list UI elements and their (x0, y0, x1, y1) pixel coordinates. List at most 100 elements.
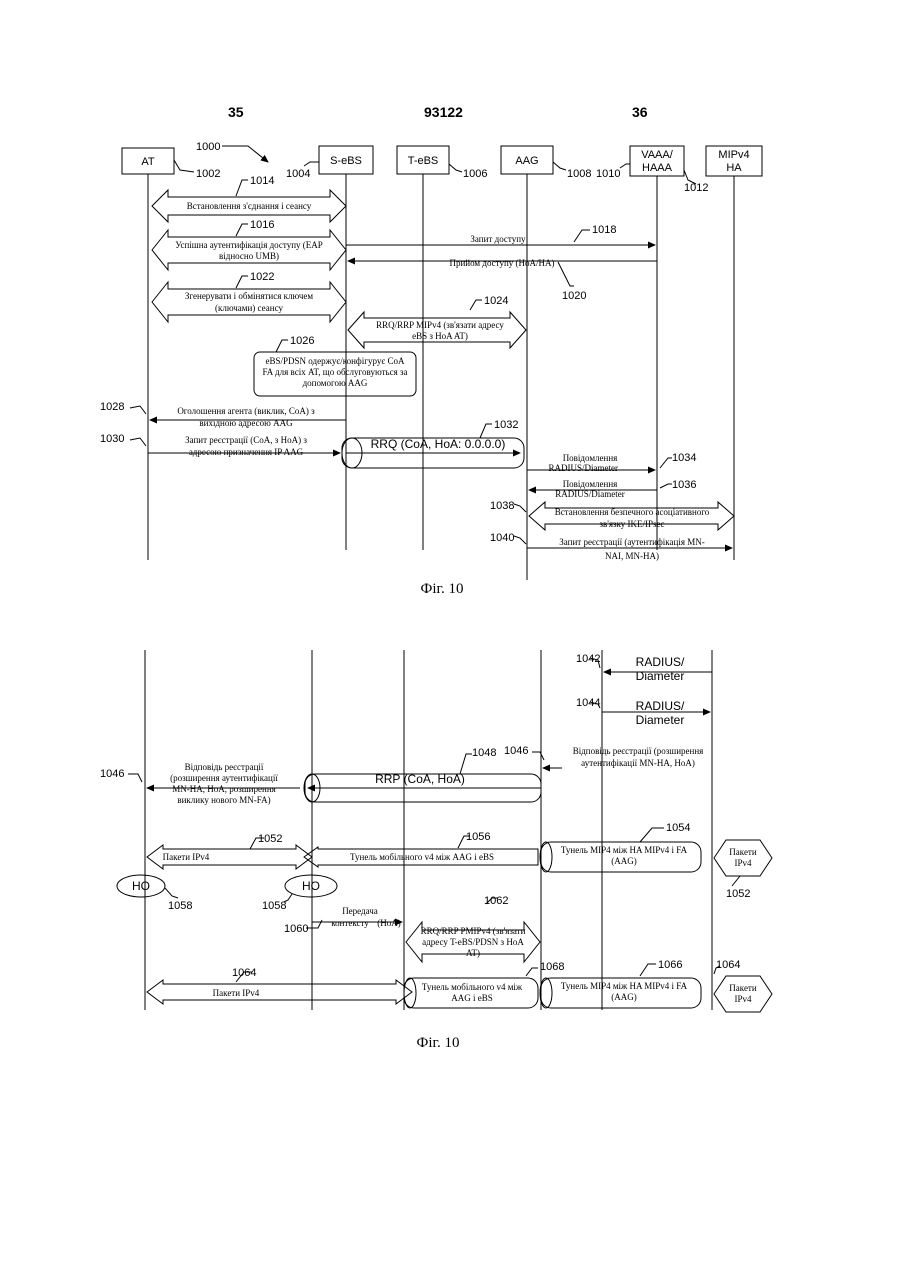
entity-mipv4-label-2: HA (726, 162, 742, 174)
msg-1046-right-line2: аутентифікації MN-HA, HoA) (581, 758, 695, 768)
msg-mip-tunnel-1-line1: Тунель MIP4 між HA MIPv4 і FA (561, 845, 688, 855)
entity-vaaa-label-2: HAAA (642, 162, 673, 174)
msg-mip-tunnel-1-line2: (AAG) (611, 856, 637, 866)
msg-1014: Встановлення з'єднання і сеансу (187, 201, 312, 211)
ref-1068: 1068 (540, 961, 564, 973)
leader-1004 (304, 162, 319, 166)
ref-1064-left: 1064 (232, 967, 256, 979)
ref-1014: 1014 (250, 175, 274, 187)
arrow-1016 (152, 230, 346, 270)
entity-vaaa-label-1: VAAA/ (641, 149, 674, 161)
msg-1030-line2: адресою призначення IP AAG (189, 447, 304, 457)
msg-1036-line2: RADIUS/Diameter (555, 489, 625, 499)
entity-mipv4-label-1: MIPv4 (718, 149, 749, 161)
msg-tunnel-1: Тунель мобільного v4 між AAG і eBS (350, 852, 494, 862)
leader-1014 (236, 180, 248, 196)
ref-1034: 1034 (672, 452, 696, 464)
figure-2-caption: Фіг. 10 (417, 1035, 460, 1051)
ref-1012: 1012 (684, 182, 708, 194)
msg-1038-line1: Встановлення безпечного асоціативного (555, 507, 710, 517)
leader-1046-right (532, 752, 544, 760)
arrow-1022 (152, 282, 346, 322)
leader-1046-left (128, 774, 142, 782)
ref-1048: 1048 (472, 747, 496, 759)
msg-1024-line1: RRQ/RRP MIPv4 (зв'язати адресу (376, 320, 504, 330)
msg-1036-line1: Повідомлення (563, 479, 618, 489)
leader-1058-at (165, 888, 178, 898)
leader-1020 (558, 262, 574, 286)
ref-1020: 1020 (562, 290, 586, 302)
msg-1034-line1: Повідомлення (563, 453, 618, 463)
msg-1040-line2: NAI, MN-HA) (605, 551, 659, 561)
ref-1000: 1000 (196, 141, 220, 153)
figure-1-labels: AT S-eBS T-eBS AAG VAAA/ HAAA MIPv4 HA 1… (100, 141, 750, 597)
leader-1048 (460, 754, 472, 774)
ref-1058-s-ebs: 1058 (262, 900, 286, 912)
msg-1026-line1: eBS/PDSN одержує/конфігурує CoA (266, 356, 405, 366)
msg-1018: Запит доступу (470, 234, 526, 244)
msg-1028-line2: вихідною адресою AAG (199, 418, 293, 428)
leader-1002 (174, 160, 194, 172)
msg-context-line2: контексту (331, 918, 369, 928)
msg-context-line3: (HoA) (377, 918, 401, 928)
msg-1034-line2: RADIUS/Diameter (549, 463, 619, 473)
ref-1042: 1042 (576, 653, 600, 665)
msg-1020: Прийом доступу (HoA/HA) (449, 258, 554, 268)
leader-1018 (574, 230, 590, 242)
ref-1040: 1040 (490, 532, 514, 544)
tunnel-1054-end (540, 842, 552, 872)
leader-1022 (236, 276, 248, 288)
ref-1030: 1030 (100, 433, 124, 445)
msg-1026-line3: допомогою AAG (303, 378, 368, 388)
leader-1036 (660, 484, 672, 488)
leader-1038 (514, 504, 526, 512)
msg-packets-right-1-line1: Пакети (729, 847, 757, 857)
leader-1010 (620, 164, 630, 168)
label-ho-at: HO (132, 879, 150, 893)
ref-1064-right: 1064 (716, 959, 740, 971)
figure-1-caption: Фіг. 10 (421, 581, 464, 597)
msg-1026-line2: FA для всіх AT, що обслуговуються за (262, 367, 407, 377)
leader-1034 (660, 458, 672, 468)
ref-1038: 1038 (490, 500, 514, 512)
entity-at-label: AT (141, 156, 155, 168)
leader-1008 (553, 162, 566, 170)
ref-1052-left: 1052 (258, 833, 282, 845)
msg-1062-line1: RRQ/RRP PMIPv4 (зв'язати (421, 926, 526, 936)
ref-1024: 1024 (484, 295, 508, 307)
ref-1066: 1066 (658, 959, 682, 971)
msg-1062-line2: адресу T-eBS/PDSN з HoA (422, 937, 524, 947)
leader-1032 (480, 424, 492, 438)
entity-t-ebs-label: T-eBS (408, 155, 439, 167)
ref-1060: 1060 (284, 923, 308, 935)
msg-1022-line1: Згенерувати і обмінятися ключем (185, 291, 313, 301)
ref-1046-left: 1046 (100, 768, 124, 780)
msg-packets-right-2-line1: Пакети (729, 983, 757, 993)
entity-s-ebs-label: S-eBS (330, 155, 362, 167)
msg-1016-line2: відносно UMB) (219, 251, 279, 261)
ref-1004: 1004 (286, 168, 310, 180)
msg-radius-1-line1: RADIUS/ (636, 655, 685, 669)
msg-1028-line1: Оголошення агента (виклик, CoA) з (177, 406, 315, 416)
ref-1018: 1018 (592, 224, 616, 236)
ref-1056: 1056 (466, 831, 490, 843)
msg-context-line1: Передача (342, 906, 378, 916)
ref-1026: 1026 (290, 335, 314, 347)
ref-1022: 1022 (250, 271, 274, 283)
msg-1030-line1: Запит реєстрації (CoA, з HoA) з (185, 435, 307, 445)
ref-1036: 1036 (672, 479, 696, 491)
msg-packets-2: Пакети IPv4 (213, 988, 260, 998)
ref-1008: 1008 (567, 168, 591, 180)
msg-tunnel-2-line2: AAG і eBS (451, 993, 493, 1003)
msg-radius-2-line2: Diameter (636, 713, 685, 727)
msg-tunnel-2-line1: Тунель мобільного v4 між (422, 982, 523, 992)
msg-1046-left-line3: MN-HA, HoA, розширення (172, 784, 276, 794)
ref-1046-right: 1046 (504, 745, 528, 757)
ref-1044: 1044 (576, 697, 600, 709)
msg-packets-right-1-line2: IPv4 (734, 858, 752, 868)
label-ho-s-ebs: HO (302, 879, 320, 893)
leader-1026 (276, 340, 288, 352)
leader-1000 (222, 146, 268, 162)
ref-1028: 1028 (100, 401, 124, 413)
